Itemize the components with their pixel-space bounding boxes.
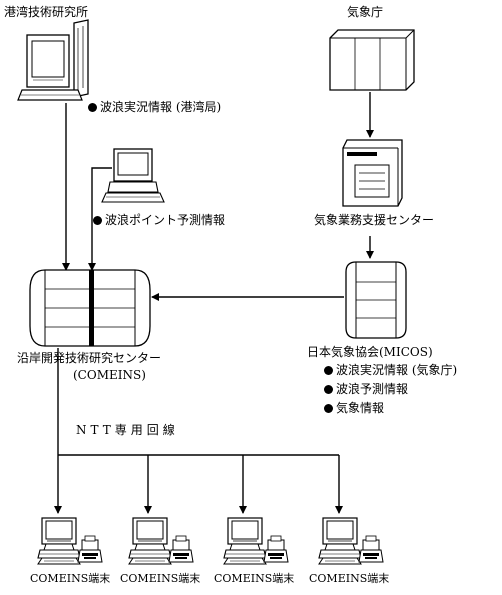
jma-mainframe-icon [329, 29, 415, 91]
ntt-line-label: NTT専用回線 [76, 423, 179, 437]
ntt-line-network [54, 348, 343, 514]
bullet-icon [324, 404, 333, 413]
port-institute-label: 港湾技術研究所 [4, 5, 89, 19]
port-institute-workstation-icon [17, 19, 89, 101]
jma-label: 気象庁 [347, 5, 384, 19]
jwa-info-item-2: 波浪予測情報 [324, 382, 408, 396]
comeins-terminal-icon-2 [128, 517, 194, 565]
wave-point-info-item: 波浪ポイント予測情報 [93, 213, 225, 227]
jwa-info-item-1: 波浪実況情報 (気象庁) [324, 363, 457, 377]
jwa-label: 日本気象協会(MICOS) [307, 345, 433, 359]
comeins-terminal-icon-4 [318, 517, 384, 565]
support-center-label: 気象業務支援センター [314, 213, 435, 227]
support-center-server-icon [342, 139, 403, 207]
comeins-terminal-label-3: COMEINS端末 [214, 572, 295, 585]
jwa-server-icon [345, 261, 407, 339]
bullet-icon [93, 216, 102, 225]
comeins-terminal-icon-3 [223, 517, 289, 565]
comeins-terminal-label-2: COMEINS端末 [120, 572, 201, 585]
coastal-center-label: 沿岸開発技術研究センター [17, 351, 162, 365]
port-wave-info-item: 波浪実況情報 (港湾局) [88, 100, 221, 114]
jwa-info-item-3: 気象情報 [324, 401, 384, 415]
comeins-terminal-icon-1 [37, 517, 103, 565]
wave-point-info-text: 波浪ポイント予測情報 [105, 213, 226, 227]
comeins-terminal-label-4: COMEINS端末 [309, 572, 390, 585]
comeins-terminal-label-1: COMEINS端末 [30, 572, 111, 585]
coastal-center-sublabel: (COMEINS) [73, 368, 146, 382]
bullet-icon [324, 366, 333, 375]
coastal-center-server-icon [29, 269, 151, 347]
bullet-icon [88, 103, 97, 112]
jwa-info-text-2: 波浪予測情報 [336, 382, 409, 396]
port-wave-info-text: 波浪実況情報 (港湾局) [100, 100, 222, 114]
wave-point-workstation-icon [101, 148, 165, 203]
jwa-info-text-3: 気象情報 [336, 401, 385, 415]
jwa-info-text-1: 波浪実況情報 (気象庁) [336, 363, 458, 377]
bullet-icon [324, 385, 333, 394]
arrow-wave-point-to-coastal-center [88, 167, 112, 271]
